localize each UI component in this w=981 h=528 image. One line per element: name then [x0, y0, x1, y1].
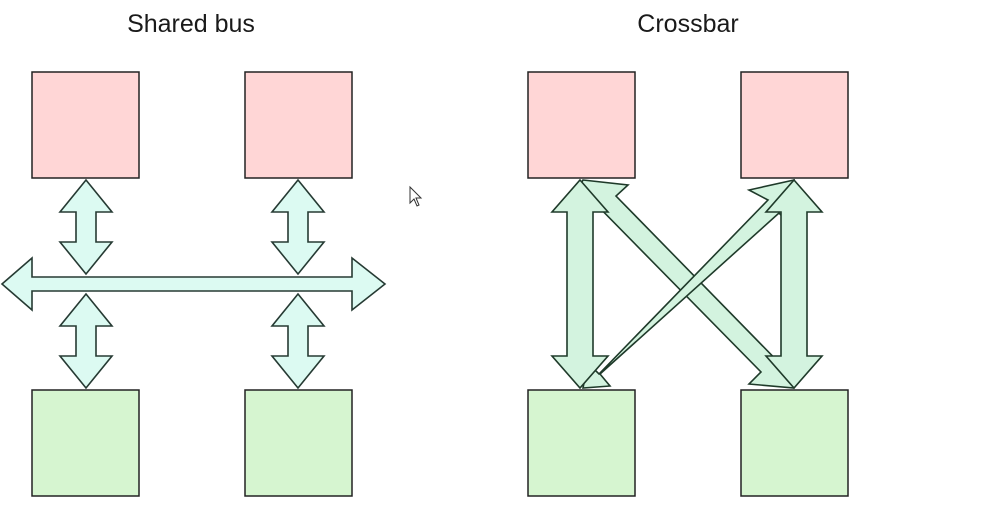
- crossbar-processor-2: [740, 71, 849, 179]
- crossbar-memory-2: [740, 389, 849, 497]
- shared-bus-line: [0, 256, 387, 312]
- bus-memory-2: [244, 389, 353, 497]
- bus-memory-1: [31, 389, 140, 497]
- crossbar-title: Crossbar: [637, 10, 739, 38]
- bus-connector-mem-2: [270, 292, 326, 390]
- crossbar-diagram: [527, 71, 849, 497]
- shared-bus-title: Shared bus: [127, 10, 255, 38]
- shared-bus-diagram: [0, 71, 387, 497]
- bus-processor-2: [244, 71, 353, 179]
- crossbar-memory-1: [527, 389, 636, 497]
- crossbar-link-proc2-mem2: [764, 178, 824, 390]
- crossbar-processor-1: [527, 71, 636, 179]
- bus-connector-proc-1: [58, 178, 114, 276]
- bus-connector-mem-1: [58, 292, 114, 390]
- bus-connector-proc-2: [270, 178, 326, 276]
- bus-processor-1: [31, 71, 140, 179]
- crossbar-link-proc1-mem1: [550, 178, 610, 390]
- mouse-pointer-icon: [409, 185, 423, 207]
